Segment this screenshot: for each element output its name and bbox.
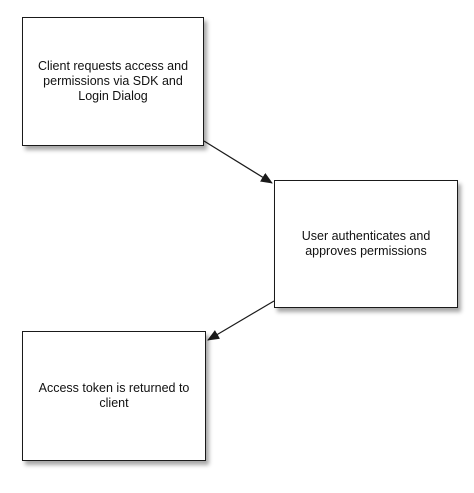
node-token-returned: Access token is returned to client xyxy=(22,331,206,461)
arrow-client-to-user xyxy=(203,140,273,184)
node-user-authenticates: User authenticates and approves permissi… xyxy=(274,180,458,308)
node-client-request: Client requests access and permissions v… xyxy=(22,17,204,146)
node-client-request-label: Client requests access and permissions v… xyxy=(37,59,189,103)
arrow-user-to-token xyxy=(207,300,275,341)
node-token-returned-label: Access token is returned to client xyxy=(38,381,190,410)
node-user-authenticates-label: User authenticates and approves permissi… xyxy=(301,229,431,258)
